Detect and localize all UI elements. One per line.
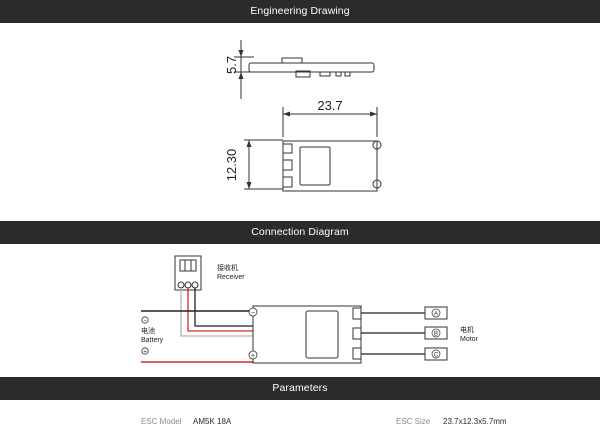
battery-cn-label: 电池	[141, 326, 155, 335]
esc-plus-pad-icon	[248, 350, 258, 360]
param-label-esc-size: ESC Size	[396, 417, 431, 426]
motor-phase-a: A	[434, 312, 438, 318]
width-dimension-label: 12.30	[224, 149, 239, 182]
parameters-title: Parameters	[272, 382, 328, 394]
motor-cn-label: 电机	[460, 325, 474, 334]
battery-plus-symbol: +	[143, 350, 147, 356]
receiver-en-label: Receiver	[217, 274, 245, 281]
esc-plus-symbol: +	[251, 353, 255, 360]
esc-side-view	[248, 57, 375, 78]
connection-diagram-title: Connection Diagram	[251, 226, 349, 238]
battery-minus-icon	[141, 316, 149, 324]
receiver-box	[174, 255, 202, 291]
length-dimension-label: 23.7	[317, 98, 342, 113]
connection-diagram: 接收机 Receiver − 电池 Battery + − +	[141, 255, 479, 364]
motor-wires	[361, 312, 425, 355]
receiver-cn-label: 接收机	[217, 263, 238, 272]
signal-wires	[180, 288, 253, 337]
parameters-header: Parameters	[0, 377, 600, 400]
motor-en-label: Motor	[460, 336, 479, 343]
motor-terminals	[424, 306, 448, 361]
esc-top-view	[282, 140, 382, 192]
battery-minus-symbol: −	[143, 319, 147, 325]
battery-plus-icon	[141, 347, 149, 355]
battery-en-label: Battery	[141, 337, 164, 344]
length-dimension	[282, 107, 378, 137]
esc-minus-pad-icon	[248, 307, 258, 317]
battery-wires	[141, 310, 253, 363]
motor-phase-c: C	[434, 353, 439, 359]
esc-body	[252, 305, 362, 364]
connection-diagram-header: Connection Diagram	[0, 221, 600, 244]
height-dimension-label: 5.7	[224, 56, 239, 74]
param-value-esc-size: 23.7x12.3x5.7mm	[443, 417, 507, 426]
width-dimension	[244, 139, 283, 190]
motor-phase-b: B	[434, 332, 438, 338]
engineering-drawing: 5.7 23.7 12.30	[224, 40, 382, 192]
param-label-esc-model: ESC Model	[141, 417, 182, 426]
height-dimension	[234, 40, 254, 99]
param-value-esc-model: AM5K 18A	[193, 417, 232, 426]
engineering-drawing-header: Engineering Drawing	[0, 0, 600, 23]
parameters-table: ESC Model AM5K 18A ESC Size 23.7x12.3x5.…	[0, 400, 600, 436]
esc-minus-symbol: −	[251, 310, 255, 317]
engineering-drawing-title: Engineering Drawing	[250, 5, 350, 17]
